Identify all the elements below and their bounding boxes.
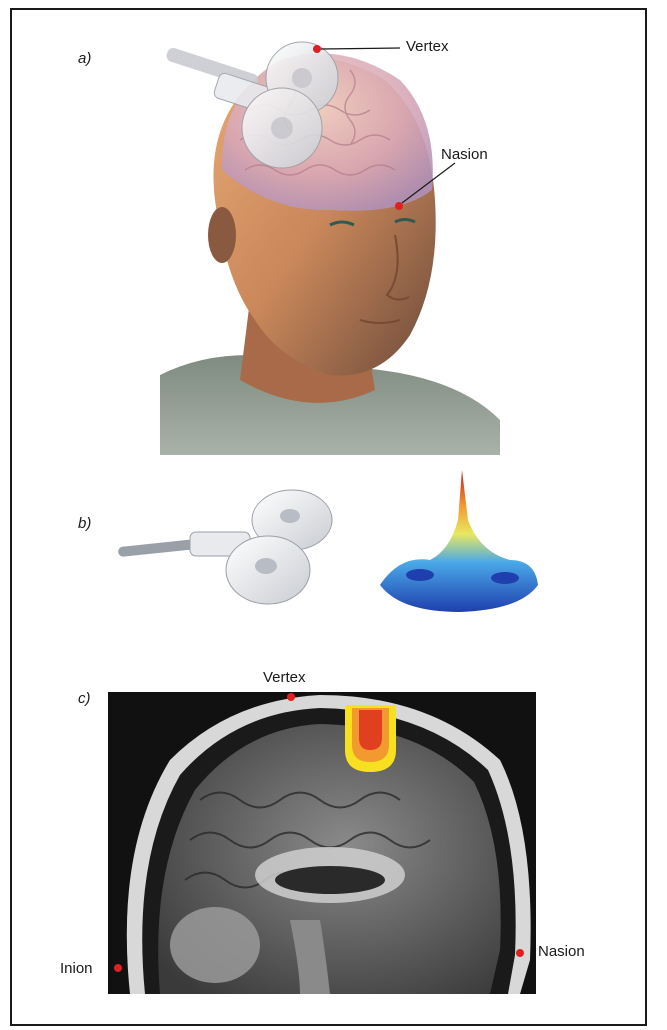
vertex-label-c: Vertex [263,669,306,686]
nasion-marker-c [516,949,524,957]
panel-c-label: c) [78,690,91,707]
inion-marker [114,964,122,972]
coil-on-head [165,42,338,168]
vertex-marker-a [313,45,321,53]
vertex-marker-c [287,693,295,701]
vertex-label-a: Vertex [406,38,449,55]
nasion-marker-a [395,202,403,210]
field-distribution-plot [380,470,538,612]
panel-b-label: b) [78,515,91,532]
ear-shape [208,207,236,263]
coil-figure-eight [118,490,332,604]
nasion-label-a: Nasion [441,146,488,163]
inion-label: Inion [60,960,93,977]
nasion-label-c: Nasion [538,943,585,960]
stimulation-hotspot [345,705,396,772]
